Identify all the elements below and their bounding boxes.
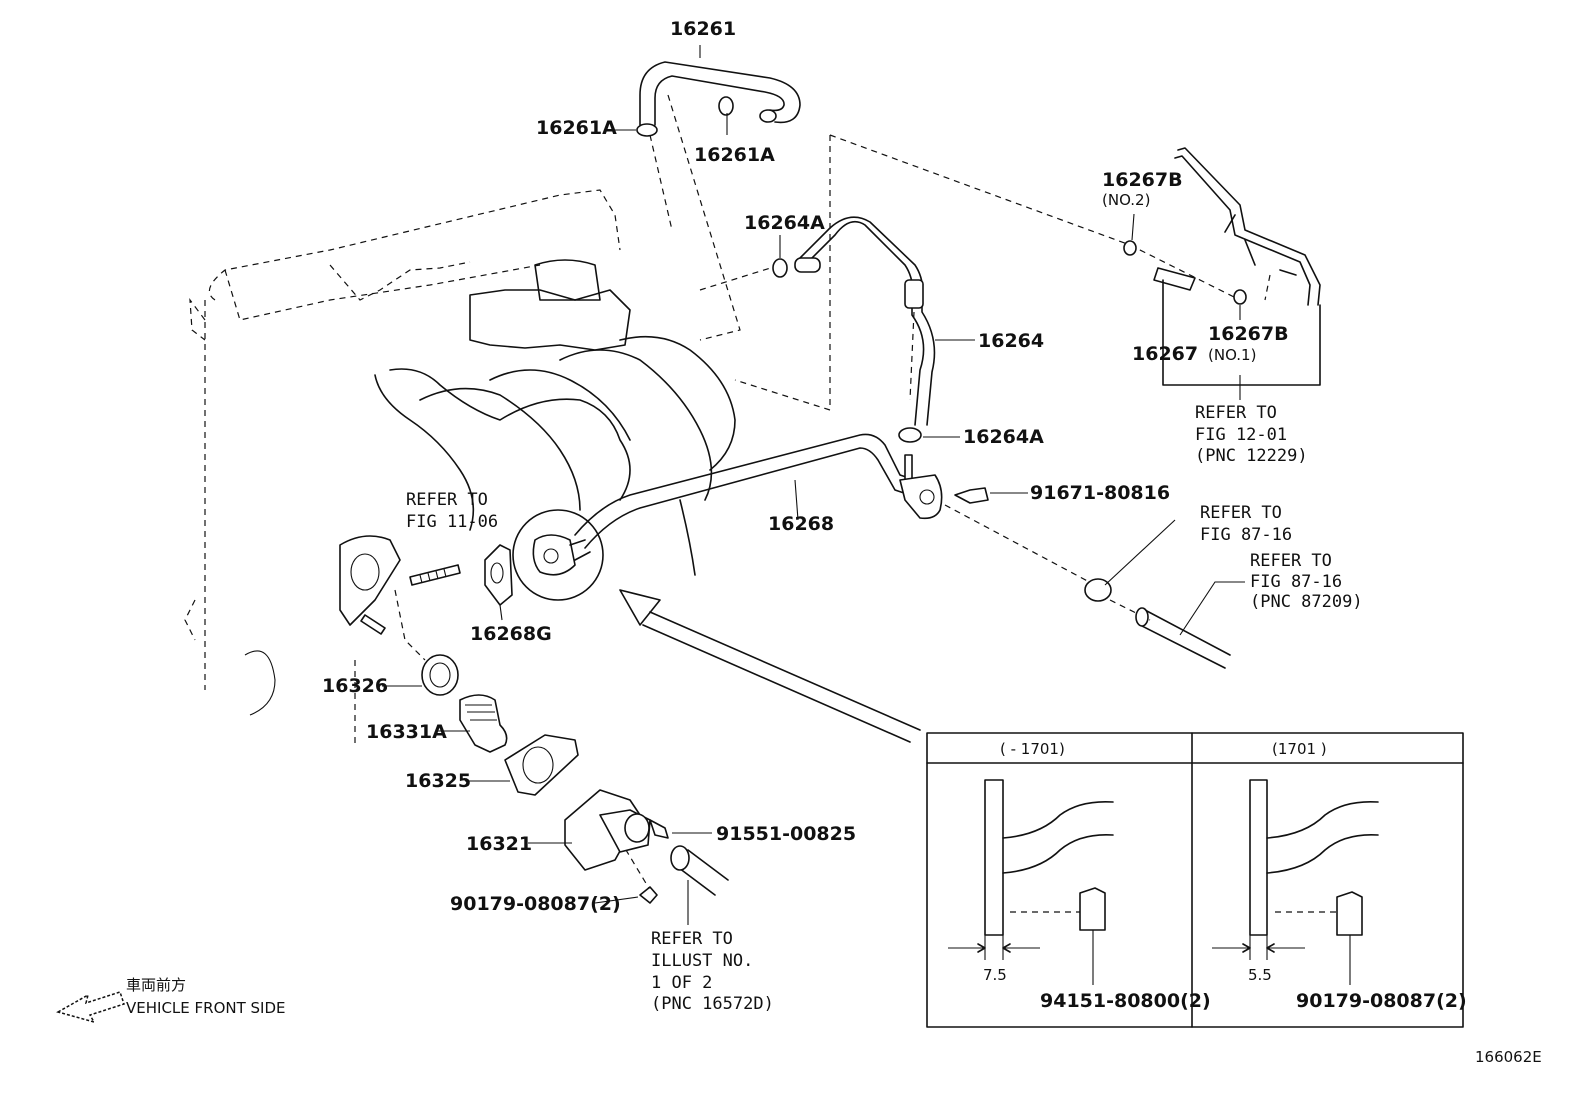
label-16267B-no1: 16267B [1208, 323, 1289, 345]
label-16268: 16268 [768, 513, 834, 535]
lower-hose [670, 845, 729, 896]
hose-16261 [639, 61, 801, 126]
label-16261A-left: 16261A [536, 117, 617, 139]
dimension-left: 7.5 [983, 966, 1007, 984]
label-16268G: 16268G [470, 623, 552, 645]
gasket-16325 [504, 734, 579, 796]
inset-left-panel: 7.5 [948, 779, 1114, 985]
ref-fig-12-01-line3: (PNC 12229) [1195, 446, 1308, 466]
clamp-right [1084, 578, 1112, 602]
ref-fig-87-16-b-line2: FIG 87-16 [1250, 572, 1342, 592]
intake-manifold [374, 259, 736, 576]
engine-block-outline [184, 189, 621, 745]
ref-illust-line1: REFER TO [651, 929, 733, 949]
ref-fig-11-06-line2: FIG 11-06 [406, 512, 498, 532]
label-no2: (NO.2) [1102, 191, 1150, 209]
leader-lines [382, 45, 1245, 925]
clamp-16261A-right [718, 96, 734, 116]
clamp-16261A-left [636, 123, 658, 137]
nut-90179 [639, 886, 658, 904]
detail-arrow [619, 589, 921, 743]
ref-illust-line3: 1 OF 2 [651, 973, 712, 993]
leader-dashes [394, 94, 1271, 891]
label-16331A: 16331A [366, 721, 447, 743]
stud-bolt [409, 564, 461, 586]
ref-illust-line4: (PNC 16572D) [651, 994, 774, 1014]
gasket-16268G [484, 544, 513, 606]
label-16267B-no2: 16267B [1102, 169, 1183, 191]
ref-fig-87-16-a: REFER TO FIG 87-16 [1200, 503, 1292, 545]
inset-right-header: (1701 ) [1272, 740, 1327, 758]
front-arrow-icon [56, 991, 125, 1024]
ref-fig-87-16-a-line2: FIG 87-16 [1200, 525, 1292, 545]
ring-16326 [421, 654, 459, 696]
label-16264: 16264 [978, 330, 1044, 352]
label-16321: 16321 [466, 833, 532, 855]
bolt-91671 [954, 487, 989, 504]
label-91671-80816: 91671-80816 [1030, 482, 1170, 504]
engine-bracket [339, 535, 401, 635]
ref-fig-11-06-line1: REFER TO [406, 490, 488, 510]
vehicle-front-en: VEHICLE FRONT SIDE [126, 999, 286, 1017]
vehicle-front-jp: 車両前方 [126, 976, 186, 994]
label-16326: 16326 [322, 675, 388, 697]
tube-16267 [1123, 147, 1321, 306]
label-16264A-bottom: 16264A [963, 426, 1044, 448]
inset-left-header: ( - 1701) [1000, 740, 1065, 758]
hose-16264 [794, 216, 936, 426]
label-no1: (NO.1) [1208, 346, 1256, 364]
label-94151-80800: 94151-80800(2) [1040, 990, 1211, 1012]
outlet-16321 [564, 789, 651, 871]
ref-fig-87-16-b-line3: (PNC 87209) [1250, 592, 1363, 612]
ref-fig-11-06: REFER TO FIG 11-06 [406, 490, 498, 532]
ref-fig-87-16-b-line1: REFER TO [1250, 551, 1332, 571]
ref-fig-12-01: REFER TO FIG 12-01 (PNC 12229) [1195, 403, 1308, 466]
label-16325: 16325 [405, 770, 471, 792]
ref-fig-12-01-line2: FIG 12-01 [1195, 425, 1287, 445]
bracket-16267 [1162, 279, 1321, 386]
ref-illust-line2: ILLUST NO. [651, 951, 753, 971]
clamp-16264A-bottom [898, 427, 922, 443]
hose-right [1135, 607, 1231, 669]
inset-table: ( - 1701) (1701 ) 7.5 5.5 [926, 732, 1467, 1028]
label-16261A-right: 16261A [694, 144, 775, 166]
label-16264A-top: 16264A [744, 212, 825, 234]
pipe-16268 [574, 433, 943, 549]
label-16261: 16261 [670, 18, 736, 40]
label-91551-00825: 91551-00825 [716, 823, 856, 845]
clamp-16264A-top [772, 258, 788, 278]
label-90179-08087-main: 90179-08087(2) [450, 893, 621, 915]
bolt-91551 [649, 819, 669, 839]
ref-fig-87-16-a-line1: REFER TO [1200, 503, 1282, 523]
label-16267: 16267 [1132, 343, 1198, 365]
diagram-id: 166062E [1475, 1048, 1542, 1066]
inset-right-panel: 5.5 [1212, 779, 1379, 985]
ref-illust: REFER TO ILLUST NO. 1 OF 2 (PNC 16572D) [651, 929, 774, 1014]
detail-circle [512, 509, 604, 601]
label-90179-08087-inset: 90179-08087(2) [1296, 990, 1467, 1012]
vehicle-front-indicator: 車両前方 VEHICLE FRONT SIDE [56, 976, 286, 1024]
ref-fig-87-16-b: REFER TO FIG 87-16 (PNC 87209) [1250, 551, 1363, 612]
thermostat-16331A [459, 694, 508, 753]
dimension-right: 5.5 [1248, 966, 1272, 984]
ref-fig-12-01-line1: REFER TO [1195, 403, 1277, 423]
